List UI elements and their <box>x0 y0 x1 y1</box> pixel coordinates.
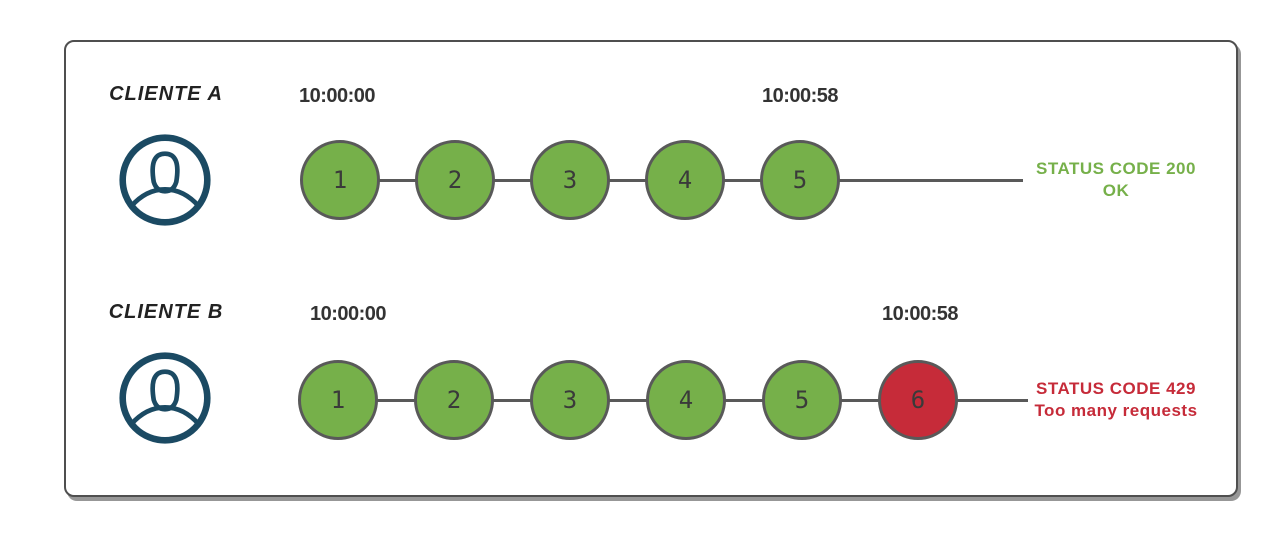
client-b-label: CLIENTE B <box>108 301 224 323</box>
request-6-circle: 6 <box>878 360 958 440</box>
status-code-line: STATUS CODE 200 <box>1036 159 1196 178</box>
request-1-circle: 1 <box>298 360 378 440</box>
request-4-circle: 4 <box>646 360 726 440</box>
request-3-circle: 3 <box>530 140 610 220</box>
timestamp-start: 10:00:00 <box>298 85 376 107</box>
request-5-circle: 5 <box>762 360 842 440</box>
status-message-line: Too many requests <box>1034 401 1198 420</box>
client-a-label: CLIENTE A <box>109 83 223 105</box>
timestamp-end: 10:00:58 <box>881 303 959 325</box>
timestamp-end: 10:00:58 <box>761 85 839 107</box>
request-4-circle: 4 <box>645 140 725 220</box>
status-text: STATUS CODE 200 OK <box>1000 158 1232 202</box>
request-2-circle: 2 <box>414 360 494 440</box>
status-message-line: OK <box>1102 181 1130 200</box>
timestamp-start: 10:00:00 <box>309 303 387 325</box>
request-2-circle: 2 <box>415 140 495 220</box>
request-5-circle: 5 <box>760 140 840 220</box>
request-1-circle: 1 <box>300 140 380 220</box>
request-3-circle: 3 <box>530 360 610 440</box>
status-code-line: STATUS CODE 429 <box>1036 379 1196 398</box>
status-text: STATUS CODE 429 Too many requests <box>1000 378 1232 422</box>
